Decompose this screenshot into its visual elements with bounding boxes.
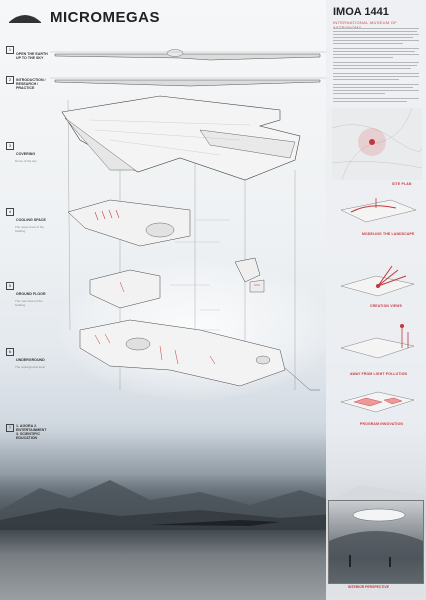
roof-layer [61,95,301,181]
interior-sketch [329,508,423,583]
landscape-diagram [340,198,417,223]
mountain-dome-icon [9,15,41,23]
side-item-6: 6UNDERGROUND The underground level [6,348,48,370]
text-block [333,28,419,102]
side-item-5: 5GROUND FLOOR The main level of the buil… [6,282,48,307]
mountain-silhouette [0,480,426,530]
cooling-space-layer [67,199,191,247]
side-item-4: 4COOLING SPACE The upper level of the bu… [6,208,48,233]
light-pollution-diagram [340,324,415,359]
site-plan-map [332,108,422,180]
section-strip-2 [50,77,330,87]
underground-layer [79,319,320,391]
interior-caption: INTERIOR PERSPECTIVE [348,585,389,589]
section-strip-1 [50,49,330,61]
program-diagram [340,391,415,413]
ground-floor-layer [89,257,265,309]
label-modeling: MODELING THE LANDSCAPE [362,232,415,236]
label-program: PROGRAM INNOVATION [360,422,404,426]
label-views: CREATION VIEWS [370,304,403,308]
interior-photo [328,500,424,584]
label-site-plan: SITE PLAN [392,182,412,186]
axonometric-drawing [50,49,330,391]
label-light-pollution: AWAY FROM LIGHT POLLUTION [350,372,408,376]
side-item-1: 1OPEN THE EARTH UP TO THE SKY [6,46,48,64]
project-code: IMOA 1441 [333,6,389,18]
views-diagram [340,265,415,297]
page-title: MICROMEGAS [50,9,160,26]
side-item-3: 3COVERING Dome of the sky [6,142,48,164]
project-subtitle: INTERNATIONAL MUSEUM OF ASTRONOMY [333,20,398,30]
